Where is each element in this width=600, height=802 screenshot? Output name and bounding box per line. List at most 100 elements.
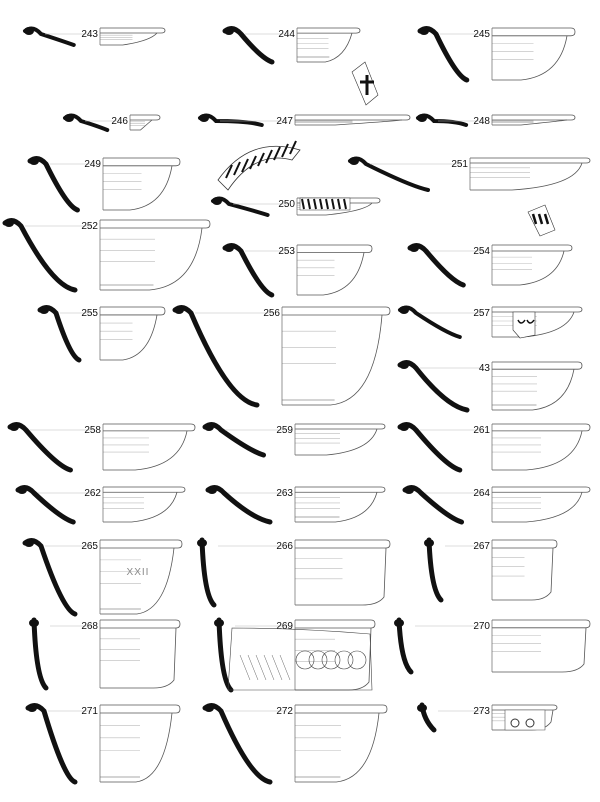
rim-section <box>419 27 429 35</box>
rim-section <box>399 361 409 369</box>
vessel-number: 264 <box>473 488 490 499</box>
rim-section <box>214 619 224 627</box>
vessel-profile <box>202 422 266 458</box>
rim-outline <box>130 114 161 121</box>
body-outline <box>100 32 158 46</box>
body-outline <box>492 35 568 81</box>
vessel-drawing-259: 259 <box>202 422 386 458</box>
vessel-number: 245 <box>473 29 490 40</box>
vessel-drawing-264: 264 <box>402 485 591 525</box>
vessel-number: 243 <box>81 29 98 40</box>
vessel-profile <box>198 113 264 127</box>
rim-outline <box>492 361 583 370</box>
painted-stripe <box>337 198 341 210</box>
vessel-number: 244 <box>278 29 295 40</box>
rim-outline <box>100 306 166 316</box>
painted-stripe <box>281 143 289 158</box>
incised-line <box>255 654 267 681</box>
vessel-number: 268 <box>81 621 98 632</box>
vessel-number: 257 <box>473 308 490 319</box>
rim-outline <box>297 197 381 204</box>
painted-stripe <box>319 198 323 210</box>
incised-line <box>279 654 291 681</box>
rim-outline <box>295 704 388 714</box>
rim-outline <box>103 157 181 167</box>
rim-outline <box>100 539 183 549</box>
rim-outline <box>492 539 558 549</box>
vessel-drawing-43: 43 <box>397 360 583 413</box>
vessel-drawing-245: 245 <box>417 26 576 83</box>
painted-stripe <box>225 164 233 179</box>
body-outline <box>492 250 565 286</box>
rim-outline <box>100 219 211 229</box>
vessel-drawing-251: 251 <box>348 156 591 192</box>
body-outline <box>492 369 575 411</box>
rim-section <box>224 27 234 35</box>
painted-stripe <box>325 198 329 210</box>
vessel-drawing-266: 266 <box>197 537 391 608</box>
rim-section <box>224 244 234 252</box>
rim-section <box>404 486 414 494</box>
rim-section <box>17 486 27 494</box>
vessel-profile <box>407 243 466 288</box>
rim-section <box>204 704 214 712</box>
vessel-number: 253 <box>278 246 295 257</box>
vessel-drawing-243: 243 <box>23 26 166 47</box>
vessel-profile <box>172 305 260 408</box>
rim-section <box>199 114 209 122</box>
painted-stripe <box>273 146 281 161</box>
rim-outline <box>297 27 361 34</box>
body-outline <box>295 712 380 783</box>
vessel-drawing-270: 270 <box>394 617 591 675</box>
vessel-drawing-255: 255 <box>37 305 166 363</box>
vessel-profile <box>7 422 73 473</box>
rim-outline <box>295 619 376 629</box>
rim-section <box>197 539 207 547</box>
vessel-profile <box>222 243 275 298</box>
rim-outline <box>297 244 373 253</box>
vessel-drawing-249: 249 <box>27 156 181 213</box>
knob <box>510 718 520 728</box>
vessel-drawing-254: 254 <box>407 243 573 288</box>
rim-outline <box>295 539 391 549</box>
vessel-drawing-250: 250 <box>211 196 381 217</box>
vessel-number: 272 <box>276 706 293 717</box>
painted-stripe <box>289 140 297 155</box>
vessel-drawing-253: 253 <box>222 243 373 298</box>
decorated-fragments <box>217 61 556 731</box>
vessel-number: 266 <box>276 541 293 552</box>
rim-section <box>24 539 34 547</box>
rim-outline <box>492 306 583 313</box>
vessel-number: 265 <box>81 541 98 552</box>
rim-outline <box>492 704 558 711</box>
vessel-number: 252 <box>81 221 98 232</box>
rim-outline <box>492 244 573 252</box>
rim-section <box>417 114 427 122</box>
body-outline <box>100 547 175 615</box>
vessel-profile <box>2 218 78 293</box>
vessel-number: 269 <box>276 621 293 632</box>
rim-outline <box>295 114 411 121</box>
rim-outline <box>492 486 591 493</box>
rim-section <box>4 219 14 227</box>
vessel-drawing-244: 244 <box>222 26 361 65</box>
vessel-number: 254 <box>473 246 490 257</box>
painted-stripe <box>543 213 550 225</box>
vessel-number: 249 <box>84 159 101 170</box>
vessel-profile <box>216 617 234 693</box>
rim-section <box>349 157 359 165</box>
painted-stripe <box>265 149 273 164</box>
vessel-profile <box>199 537 217 608</box>
vessel-number: 259 <box>276 425 293 436</box>
vessel-drawing-256: 256 <box>172 305 391 408</box>
rim-section <box>399 423 409 431</box>
rim-section <box>24 27 34 35</box>
vessel-profile <box>426 537 444 603</box>
body-outline <box>492 627 587 673</box>
incised-circle <box>321 650 341 670</box>
vessel-number: 43 <box>479 363 491 374</box>
vessel-drawing-263: 263 <box>205 485 386 525</box>
vessel-number: 258 <box>84 425 101 436</box>
vessel-drawing-268: 268 <box>29 617 181 691</box>
body-outline <box>492 492 583 523</box>
